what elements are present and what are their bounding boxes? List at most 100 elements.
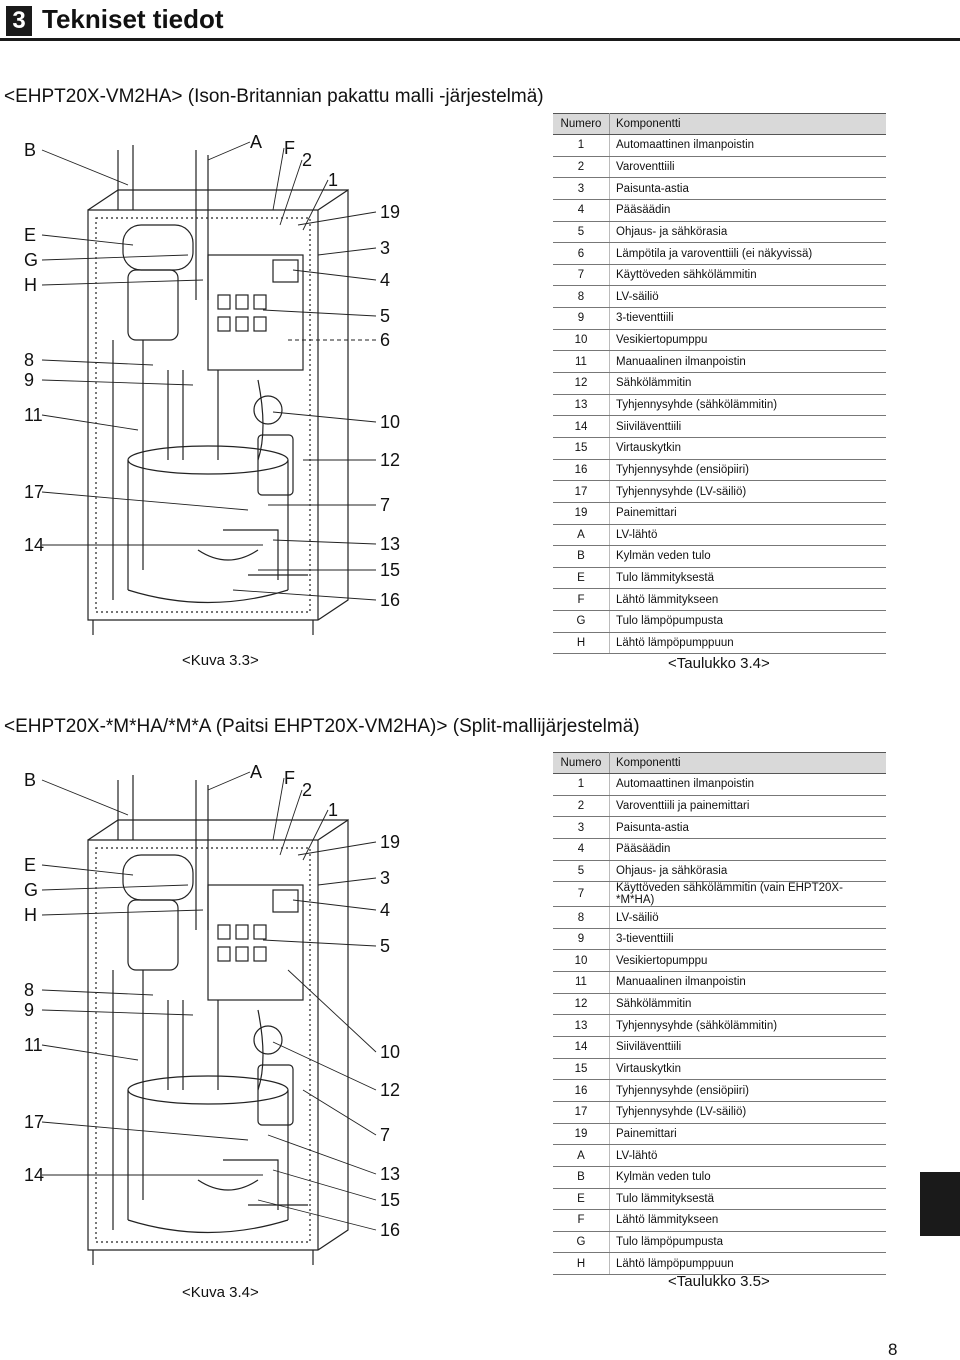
row-component: Kylmän veden tulo: [609, 1166, 886, 1189]
callout-label: 16: [380, 1220, 400, 1240]
row-component: Tyhjennysyhde (sähkölämmitin): [609, 1014, 886, 1038]
row-number: 14: [553, 415, 610, 438]
row-component: Lämpötila ja varoventtiili (ei näkyvissä…: [609, 242, 886, 265]
callout-label: 17: [24, 1112, 44, 1132]
row-component: Tyhjennysyhde (sähkölämmitin): [609, 394, 886, 417]
column-header-number: Numero: [553, 752, 610, 774]
callout-label: 1: [328, 800, 338, 820]
row-component: Lähtö lämpöpumppuun: [609, 1252, 886, 1276]
unit-drawing: [87, 145, 349, 635]
page-header: 3 Tekniset tiedot: [0, 0, 960, 41]
row-component: LV-säiliö: [609, 285, 886, 309]
row-number: 8: [553, 285, 610, 309]
row-component: Tyhjennysyhde (LV-säiliö): [609, 480, 886, 503]
row-number: E: [553, 567, 610, 590]
row-number: 15: [553, 437, 610, 460]
row-component: Painemittari: [609, 1123, 886, 1146]
callout-label: E: [24, 225, 36, 245]
row-component: Paisunta-astia: [609, 177, 886, 200]
row-number: G: [553, 610, 610, 633]
callout-label: A: [250, 132, 262, 152]
row-number: H: [553, 1252, 610, 1276]
row-component: Pääsäädin: [609, 199, 886, 222]
row-number: 9: [553, 307, 610, 330]
row-number: 3: [553, 816, 610, 839]
callout-label: 19: [380, 202, 400, 222]
row-component: Kylmän veden tulo: [609, 545, 886, 568]
row-component: Painemittari: [609, 502, 886, 525]
callout-label: 9: [24, 370, 34, 390]
model-title-split: <EHPT20X-*M*HA/*M*A (Paitsi EHPT20X-VM2H…: [4, 716, 640, 737]
row-number: 17: [553, 480, 610, 503]
callout-label: B: [24, 140, 36, 160]
callout-label: 2: [302, 780, 312, 800]
row-number: 14: [553, 1036, 610, 1059]
row-number: F: [553, 1209, 610, 1232]
row-number: E: [553, 1188, 610, 1211]
row-number: 2: [553, 795, 610, 818]
figure-caption: <Kuva 3.4>: [182, 1284, 259, 1301]
table-caption: <Taulukko 3.5>: [668, 1273, 770, 1290]
row-number: 4: [553, 199, 610, 222]
row-number: 12: [553, 993, 610, 1016]
row-number: B: [553, 545, 610, 568]
row-number: 2: [553, 156, 610, 179]
row-number: 1: [553, 773, 610, 796]
row-component: Manuaalinen ilmanpoistin: [609, 350, 886, 374]
row-component: 3-tieventtiili: [609, 307, 886, 330]
header-rule: [0, 38, 960, 41]
unit-drawing: [87, 775, 349, 1265]
row-component: Käyttöveden sähkölämmitin (vain EHPT20X-…: [609, 881, 886, 908]
row-component: Automaattinen ilmanpoistin: [609, 773, 886, 796]
row-number: 12: [553, 372, 610, 395]
callout-label: 16: [380, 590, 400, 610]
row-number: 5: [553, 221, 610, 244]
row-number: 11: [553, 350, 610, 374]
row-number: 19: [553, 502, 610, 525]
callout-label: G: [24, 250, 38, 270]
callout-label: G: [24, 880, 38, 900]
row-component: Ohjaus- ja sähkörasia: [609, 860, 886, 883]
callout-label: 5: [380, 936, 390, 956]
row-number: 6: [553, 242, 610, 265]
callout-label: H: [24, 275, 37, 295]
row-component: Ohjaus- ja sähkörasia: [609, 221, 886, 244]
row-component: LV-lähtö: [609, 1144, 886, 1167]
row-component: Tyhjennysyhde (LV-säiliö): [609, 1101, 886, 1124]
row-component: Siiviläventtiili: [609, 415, 886, 438]
row-number: H: [553, 632, 610, 655]
row-component: Virtauskytkin: [609, 437, 886, 460]
column-header-component: Komponentti: [609, 752, 886, 774]
callout-label: B: [24, 770, 36, 790]
row-number: 9: [553, 928, 610, 951]
column-header-number: Numero: [553, 113, 610, 135]
callout-label: 6: [380, 330, 390, 350]
row-number: 13: [553, 1014, 610, 1038]
callout-label: E: [24, 855, 36, 875]
callout-label: 7: [380, 1125, 390, 1145]
section-title: Tekniset tiedot: [42, 4, 224, 34]
row-component: Pääsäädin: [609, 838, 886, 861]
